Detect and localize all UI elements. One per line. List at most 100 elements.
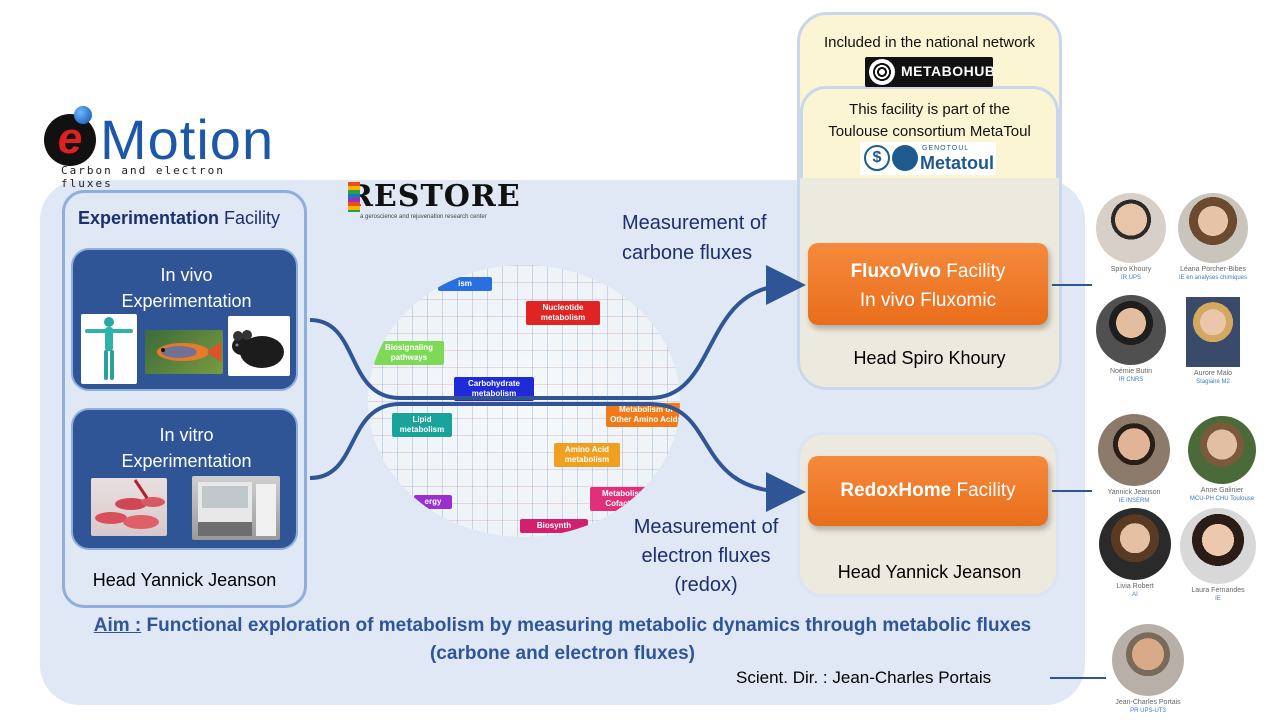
biosignaling-pathways-tag: Biosignaling pathways	[374, 341, 444, 365]
fish-icon	[157, 342, 221, 362]
person-name: Yannick Jeanson	[1107, 489, 1161, 496]
nucleotide-metabolism-tag: Nucleotide metabolism	[526, 301, 600, 325]
avatar	[1096, 295, 1166, 365]
in-vivo-label-2: Experimentation	[121, 291, 252, 311]
person-role: IR UPS	[1120, 275, 1141, 281]
human-figure-icon	[85, 317, 133, 380]
redoxhome-facility-box: RedoxHome Facility	[808, 456, 1048, 526]
redoxhome-team-connector	[1052, 490, 1092, 492]
partial-metabolism-tag: ism	[438, 277, 492, 291]
emotion-dot-icon	[74, 106, 92, 124]
metatoul-logo: $ GENOTOUL Metatoul	[860, 142, 996, 175]
metatoul-s-icon: $	[864, 145, 890, 171]
avatar	[1188, 416, 1256, 484]
metabohub-ring-icon	[869, 59, 895, 85]
cofactors-metabolism-tag: Metabolism Cofactors	[590, 487, 658, 511]
fluxovivo-subtitle: In vivo Fluxomic	[859, 290, 997, 311]
emotion-logo: e Motion Carbon and electron fluxes	[44, 106, 284, 190]
person-name: Aurore Malo	[1193, 370, 1233, 377]
lab-hood-icon	[198, 482, 276, 536]
carbon-measurement-label: Measurement of carbone fluxes	[622, 208, 767, 268]
metatoul-people-icon	[892, 145, 918, 171]
redoxhome-name: RedoxHome	[840, 480, 952, 501]
metatoul-genotoul-text: GENOTOUL	[922, 145, 970, 152]
person-name: Livia Robert	[1116, 583, 1154, 590]
person-name: Laura Fernandes	[1191, 587, 1245, 594]
person-card: Livia Robert AI	[1096, 508, 1174, 599]
person-name: Jean-Charles Portais	[1115, 699, 1181, 706]
aim-statement: Aim : Functional exploration of metaboli…	[40, 612, 1085, 668]
experimentation-title-bold: Experimentation	[78, 208, 220, 228]
mouse-image	[228, 316, 290, 376]
petri-dish-icon	[95, 479, 165, 529]
electron-measurement-line-1: Measurement of	[633, 516, 779, 538]
person-name: Léana Porcher-Bibes	[1180, 266, 1246, 273]
person-name: Anne Galinier	[1200, 487, 1244, 494]
aim-text-line-2: (carbone and electron fluxes)	[429, 643, 695, 664]
avatar	[1096, 193, 1166, 263]
electron-flux-arrow	[309, 402, 806, 512]
person-card: Anne Galinier MCU-PH CHU Toulouse	[1172, 416, 1272, 503]
aim-text-line-1: Functional exploration of metabolism by …	[141, 615, 1032, 636]
energy-metabolism-tag: ergy	[414, 495, 452, 509]
person-card: Léana Porcher-Bibes IE en analyses chimi…	[1168, 193, 1258, 282]
biosynthesis-tag: Biosynth	[520, 519, 588, 533]
person-role: AI	[1132, 592, 1138, 598]
avatar	[1099, 508, 1171, 580]
experimentation-facility-title: Experimentation Facility	[78, 208, 280, 229]
director-card: Jean-Charles Portais PR UPS-UT3	[1106, 624, 1190, 715]
redoxhome-facility-word: Facility	[951, 480, 1016, 501]
person-card: Spiro Khoury IR UPS	[1090, 193, 1172, 282]
redoxhome-head: Head Yannick Jeanson	[837, 562, 1022, 582]
in-vivo-experimentation-box: In vivo Experimentation	[71, 248, 298, 391]
scientific-director-label: Scient. Dir. : Jean-Charles Portais	[736, 668, 992, 687]
person-role: Stagiaire M2	[1196, 379, 1230, 385]
carbon-measurement-line-1: Measurement of	[622, 212, 767, 234]
carbon-measurement-line-2: carbone fluxes	[622, 242, 753, 264]
person-name: Noémie Butin	[1109, 368, 1153, 375]
in-vitro-label-2: Experimentation	[121, 451, 252, 471]
experimentation-title-rest: Facility	[224, 208, 281, 228]
human-model-image	[81, 314, 137, 384]
person-card: Laura Fernandes IE	[1178, 508, 1258, 603]
electron-measurement-line-3: (redox)	[674, 574, 738, 596]
person-role: MCU-PH CHU Toulouse	[1189, 496, 1255, 502]
amino-acid-metabolism-tag: Amino Acid metabolism	[554, 443, 620, 467]
metabohub-logo: METABOHUB	[865, 57, 996, 87]
person-card: Noémie Butin IR CNRS	[1090, 295, 1172, 384]
killifish-image	[145, 330, 223, 374]
toulouse-text-line-2: Toulouse consortium MetaToul	[828, 123, 1031, 140]
experimentation-facility-frame	[62, 190, 307, 608]
person-role: IE en analyses chimiques	[1178, 275, 1248, 281]
experimentation-head: Head Yannick Jeanson	[92, 570, 277, 590]
fluxovivo-team-connector	[1052, 284, 1092, 286]
metabolism-map: Nucleotide metabolism Biosignaling pathw…	[368, 265, 680, 537]
national-network-text: Included in the national network	[824, 34, 1035, 51]
emotion-wordmark: Motion	[100, 108, 275, 171]
person-role: IR CNRS	[1118, 377, 1144, 383]
fluxovivo-head: Head Spiro Khoury	[853, 348, 1006, 368]
lab-equipment-image	[192, 476, 280, 540]
avatar	[1098, 414, 1170, 486]
in-vitro-label-1: In vitro	[159, 425, 214, 445]
lipid-metabolism-tag: Lipid metabolism	[392, 413, 452, 437]
avatar	[1178, 193, 1248, 263]
toulouse-text-line-1: This facility is part of the	[849, 101, 1010, 118]
metabohub-wordmark: METABOHUB	[901, 63, 996, 79]
person-name: Spiro Khoury	[1110, 266, 1152, 273]
in-vitro-experimentation-box: In vitro Experimentation	[71, 408, 298, 550]
person-card: Aurore Malo Stagiaire M2	[1174, 297, 1252, 386]
mouse-icon	[232, 330, 284, 368]
fluxovivo-facility-word: Facility	[941, 261, 1006, 282]
restore-stripe-icon	[348, 182, 360, 212]
aim-label: Aim :	[93, 615, 142, 636]
emotion-tagline: Carbon and electron fluxes	[61, 164, 225, 190]
avatar	[1112, 624, 1184, 696]
toulouse-consortium-text: This facility is part of the Toulouse co…	[800, 99, 1059, 143]
person-card: Yannick Jeanson IE INSERM	[1094, 414, 1174, 505]
director-connector	[1050, 677, 1106, 679]
restore-subtitle: a geroscience and rejuvenation research …	[360, 214, 487, 220]
person-role: PR UPS-UT3	[1130, 708, 1166, 714]
person-role: IE INSERM	[1118, 498, 1150, 504]
